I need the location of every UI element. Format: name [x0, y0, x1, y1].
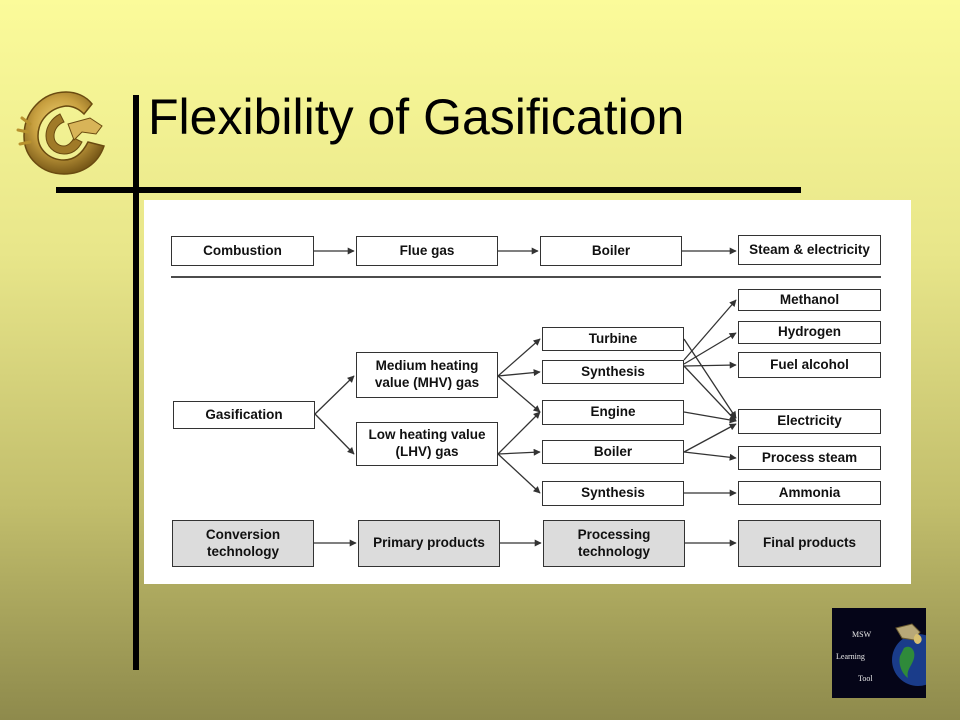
boiler-box: Boiler — [542, 440, 684, 464]
combustion-box: Combustion — [171, 236, 314, 266]
synthesis-lhv-box: Synthesis — [542, 481, 684, 506]
conversion-technology-box: Conversion technology — [172, 520, 314, 567]
badge-line3: Tool — [858, 674, 873, 683]
processing-technology-box: Processing technology — [543, 520, 685, 567]
electricity-box: Electricity — [738, 409, 881, 434]
turbine-box: Turbine — [542, 327, 684, 351]
vertical-rule — [133, 95, 139, 670]
process-steam-box: Process steam — [738, 446, 881, 470]
gasification-box: Gasification — [173, 401, 315, 429]
flue-gas-box: Flue gas — [356, 236, 498, 266]
badge-line1: MSW — [852, 630, 872, 639]
fuel-alcohol-box: Fuel alcohol — [738, 352, 881, 378]
synthesis-mhv-box: Synthesis — [542, 360, 684, 384]
gasification-diagram: Combustion Flue gas Boiler Steam & elect… — [144, 200, 911, 584]
methanol-box: Methanol — [738, 289, 881, 311]
badge-line2: Learning — [836, 652, 865, 661]
horizontal-rule — [56, 187, 801, 193]
diagram-arrows — [171, 247, 881, 547]
msw-learning-tool-badge[interactable]: MSW Learning Tool — [832, 608, 926, 698]
pegasus-logo-icon — [16, 91, 105, 175]
hydrogen-box: Hydrogen — [738, 321, 881, 344]
primary-products-box: Primary products — [358, 520, 500, 567]
ammonia-box: Ammonia — [738, 481, 881, 505]
final-products-box: Final products — [738, 520, 881, 567]
engine-box: Engine — [542, 400, 684, 425]
lhv-gas-box: Low heating value (LHV) gas — [356, 422, 498, 466]
steam-electricity-box: Steam & electricity — [738, 235, 881, 265]
slide-title: Flexibility of Gasification — [148, 89, 685, 145]
globe-icon — [892, 623, 926, 686]
mhv-gas-box: Medium heating value (MHV) gas — [356, 352, 498, 398]
boiler-box-row1: Boiler — [540, 236, 682, 266]
